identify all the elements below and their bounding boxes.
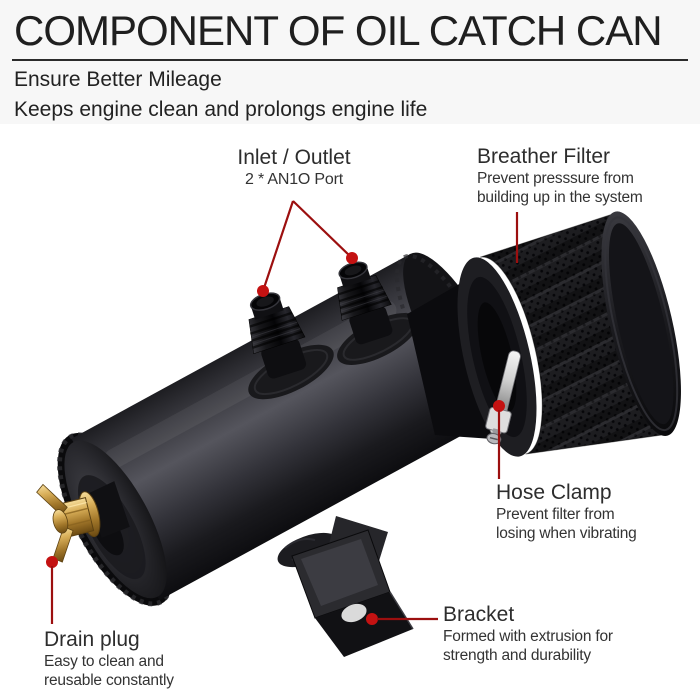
callout-lines [46,200,519,625]
callout-inlet-outlet-desc: 2 * AN1O Port [245,171,343,188]
callout-hose-clamp-desc-1: Prevent filter from [496,506,615,523]
callout-drain-plug-title: Drain plug [44,628,140,651]
callout-breather-filter-desc-2: building up in the system [477,189,643,206]
callout-bracket-title: Bracket [443,603,515,626]
drain-plug [36,481,130,563]
bracket [277,516,414,657]
callout-hose-clamp-desc-2: losing when vibrating [496,525,637,542]
an-fitting-right [337,261,393,345]
bracket-callout-dot [366,613,378,625]
an-fitting-left [248,292,307,379]
subtitle-line-2: Keeps engine clean and prolongs engine l… [14,98,428,121]
header: COMPONENT OF OIL CATCH CAN Ensure Better… [0,0,700,124]
inlet-callout-dot-right [346,252,358,264]
page-title: COMPONENT OF OIL CATCH CAN [14,7,663,54]
callout-bracket-desc-1: Formed with extrusion for [443,628,613,645]
callout-breather-filter: Breather Filter Prevent presssure from b… [477,145,643,207]
callout-hose-clamp: Hose Clamp Prevent filter from losing wh… [496,481,637,543]
callout-breather-filter-title: Breather Filter [477,145,611,168]
drain-plug-callout-dot [46,556,58,568]
callout-inlet-outlet: Inlet / Outlet 2 * AN1O Port [228,146,360,189]
title-underline [12,59,688,61]
callout-inlet-outlet-title: Inlet / Outlet [237,146,351,169]
callout-drain-plug-desc-2: reusable constantly [44,672,174,689]
callout-breather-filter-desc-1: Prevent presssure from [477,170,634,187]
inlet-callout-dot-left [257,285,269,297]
breather-filter [407,211,681,457]
callout-drain-plug: Drain plug Easy to clean and reusable co… [44,628,174,690]
hose-clamp-callout-dot [493,400,505,412]
callout-bracket: Bracket Formed with extrusion for streng… [443,603,613,665]
subtitle-line-1: Ensure Better Mileage [14,68,222,91]
callout-bracket-desc-2: strength and durability [443,647,591,664]
callout-drain-plug-desc-1: Easy to clean and [44,653,164,670]
hose-clamp [485,350,521,445]
callout-hose-clamp-title: Hose Clamp [496,481,612,504]
inlet-callout-line [261,200,353,292]
